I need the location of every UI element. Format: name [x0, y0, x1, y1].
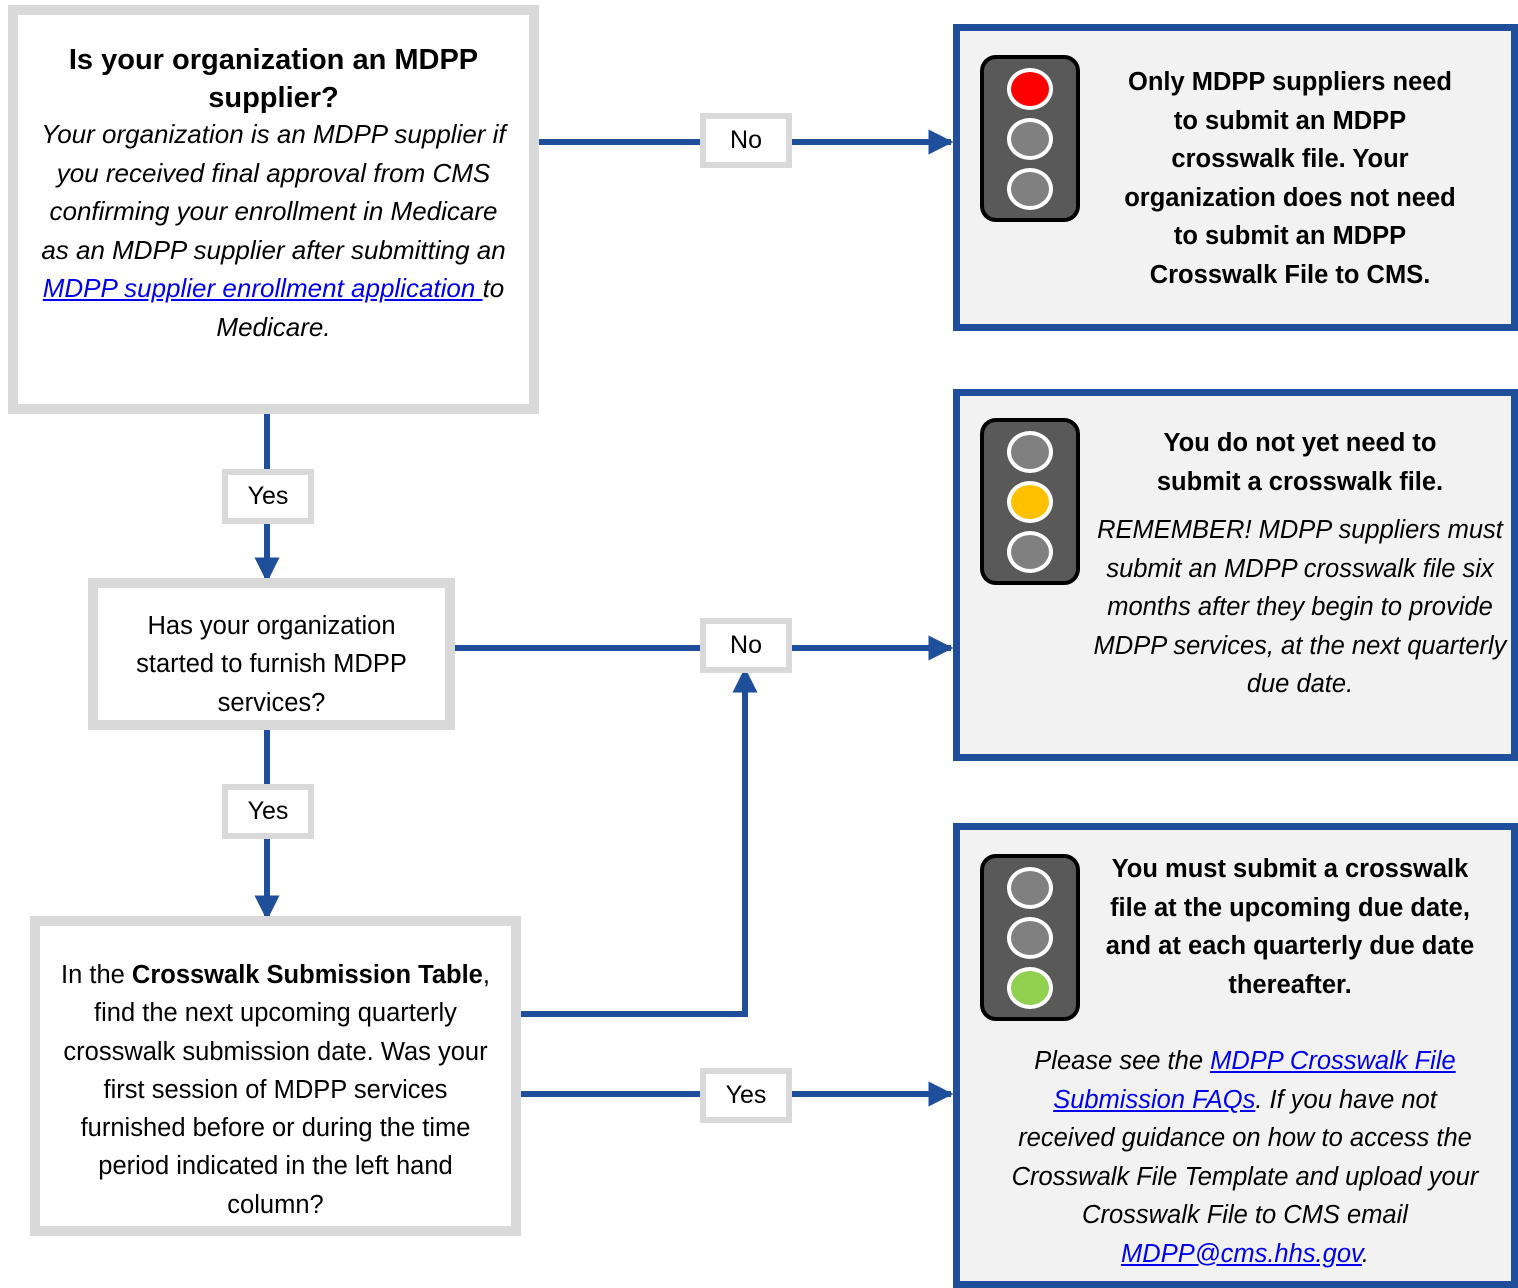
question-description: Your organization is an MDPP supplier if…	[41, 119, 506, 342]
lamp-middle	[1007, 118, 1053, 160]
question-text: In the Crosswalk Submission Table, find …	[61, 961, 490, 1219]
connector-q3-no	[520, 667, 758, 1017]
lamp-bottom	[1007, 168, 1053, 210]
result-guidance: Please see the MDPP Crosswalk File Submi…	[1011, 1047, 1479, 1268]
lamp-bottom	[1007, 967, 1053, 1009]
lamp-top	[1007, 431, 1053, 473]
crosswalk-table-name: Crosswalk Submission Table	[131, 961, 483, 989]
result-must-submit: You must submit a crosswalk file at the …	[953, 823, 1518, 1288]
crosswalk-faqs-link[interactable]: MDPP Crosswalk File Submission FAQs	[1053, 1047, 1456, 1114]
result-not-supplier: Only MDPP suppliers need to submit an MD…	[953, 24, 1518, 331]
lamp-middle	[1007, 481, 1053, 523]
label-q2-no: No	[700, 618, 792, 673]
mdpp-email-link[interactable]: MDPP@cms.hhs.gov	[1121, 1239, 1362, 1268]
result-message: You do not yet need to submit a crosswal…	[1156, 429, 1444, 496]
label-q1-no: No	[700, 113, 792, 168]
label-q3-yes: Yes	[700, 1068, 792, 1123]
lamp-top	[1007, 68, 1053, 110]
result-text: You do not yet need to submit a crosswal…	[1090, 424, 1510, 704]
enrollment-application-link[interactable]: MDPP supplier enrollment application	[42, 273, 483, 303]
result-message: Only MDPP suppliers need to submit an MD…	[1124, 68, 1456, 289]
label-q1-yes: Yes	[222, 469, 314, 524]
question-first-session-date: In the Crosswalk Submission Table, find …	[30, 916, 521, 1236]
lamp-middle	[1007, 917, 1053, 959]
question-text: Has your organization started to furnish…	[136, 612, 407, 717]
question-started-services: Has your organization started to furnish…	[88, 578, 455, 730]
question-mdpp-supplier: Is your organization an MDPP supplier? Y…	[8, 5, 539, 414]
traffic-light-green-icon	[980, 854, 1080, 1021]
traffic-light-red-icon	[980, 55, 1080, 222]
result-message: You must submit a crosswalk file at the …	[1105, 855, 1475, 999]
lamp-bottom	[1007, 531, 1053, 573]
result-not-yet-required: You do not yet need to submit a crosswal…	[953, 389, 1518, 761]
lamp-top	[1007, 867, 1053, 909]
traffic-light-yellow-icon	[980, 418, 1080, 585]
label-q2-yes: Yes	[222, 784, 314, 839]
question-title: Is your organization an MDPP supplier?	[68, 44, 479, 114]
result-reminder: REMEMBER! MDPP suppliers must submit an …	[1093, 516, 1507, 698]
